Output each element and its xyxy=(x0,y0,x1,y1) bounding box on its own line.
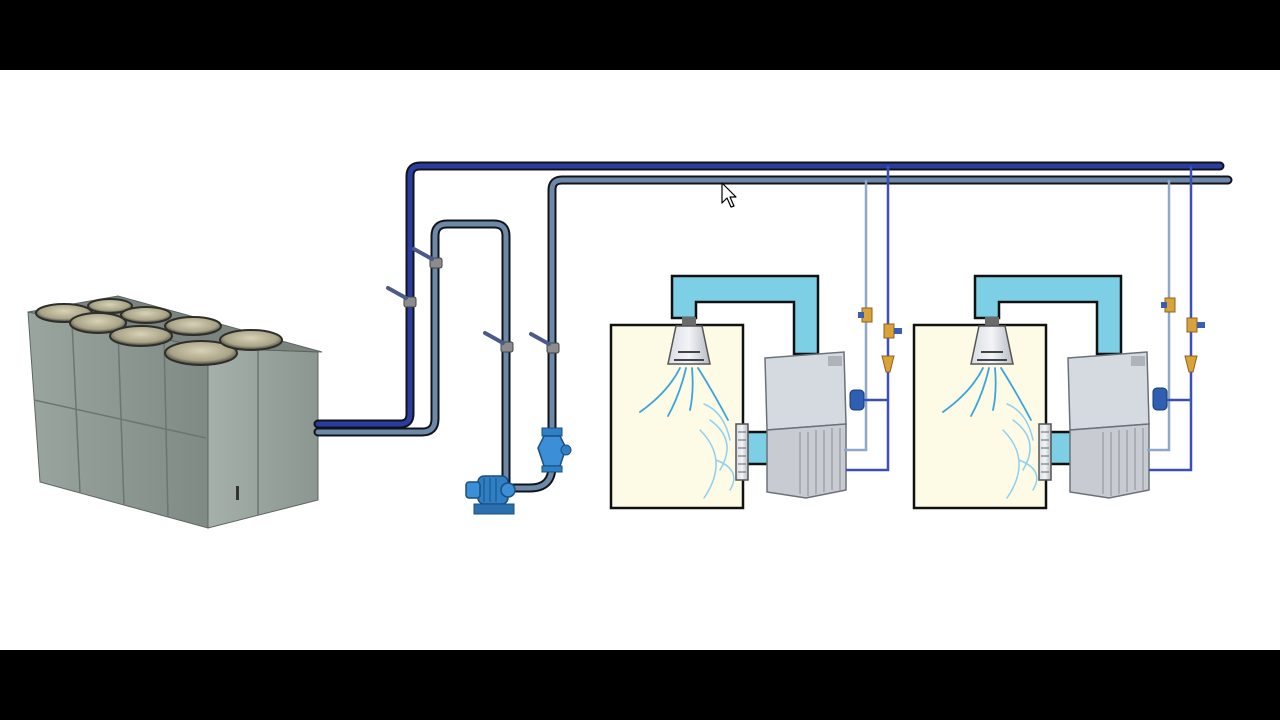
air-handling-unit-icon xyxy=(764,351,847,499)
unit-2 xyxy=(912,166,1205,510)
brass-valve-icon xyxy=(1186,317,1205,333)
check-valve-icon xyxy=(537,427,572,473)
ball-valve-icon xyxy=(386,286,417,308)
brass-valve-icon xyxy=(883,323,902,339)
brass-valve-icon xyxy=(1161,297,1176,313)
letterbox-top xyxy=(0,0,1280,70)
supply-duct xyxy=(670,274,820,356)
supply-duct xyxy=(973,274,1123,356)
control-valve-icon xyxy=(1152,387,1191,411)
control-valve-icon xyxy=(849,389,888,411)
ball-valve-icon xyxy=(529,332,560,354)
return-pipe-main xyxy=(315,177,1231,491)
ball-valve-icon xyxy=(483,331,514,353)
ball-valve-icon xyxy=(412,247,443,269)
supply-pipe-main xyxy=(315,163,1223,427)
air-cooled-chiller-icon xyxy=(27,295,323,529)
strainer-icon xyxy=(1184,355,1198,373)
strainer-icon xyxy=(881,355,895,373)
air-handling-unit-icon xyxy=(1067,351,1150,499)
return-grille-icon xyxy=(735,423,749,481)
unit-1 xyxy=(609,166,902,510)
return-grille-icon xyxy=(1038,423,1052,481)
circulation-pump-icon xyxy=(465,475,516,515)
brass-valve-icon xyxy=(858,307,873,323)
letterbox-bottom xyxy=(0,650,1280,720)
ceiling-diffuser-icon xyxy=(970,317,1014,365)
ceiling-diffuser-icon xyxy=(667,317,711,365)
mouse-pointer-icon xyxy=(721,182,737,208)
